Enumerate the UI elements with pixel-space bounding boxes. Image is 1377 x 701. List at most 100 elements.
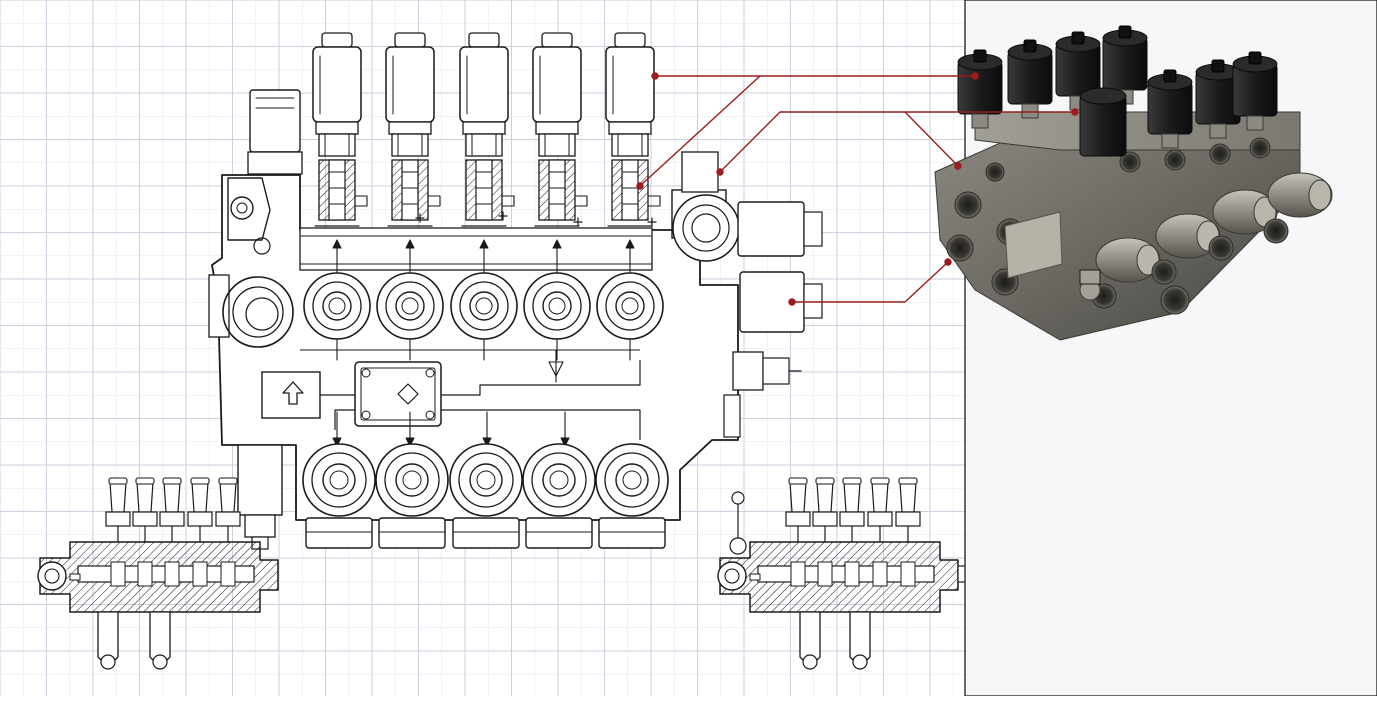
valve-section-2 xyxy=(375,32,449,549)
right-bleed-nut xyxy=(762,357,790,385)
photo-solenoid-front xyxy=(1079,87,1127,157)
work-port-b xyxy=(449,443,523,517)
work-port-b-inner xyxy=(402,470,422,490)
photo-coil-pin xyxy=(1023,39,1037,53)
photo-top-port xyxy=(1209,143,1231,165)
section-lug-hole xyxy=(802,654,818,670)
work-port-b-fitting xyxy=(378,517,446,549)
valve-section-1 xyxy=(302,32,376,549)
photo-top-port xyxy=(1119,151,1141,173)
work-port-a xyxy=(450,272,518,340)
photo-coil-stem xyxy=(1161,133,1179,149)
work-port-a-ring xyxy=(312,281,362,331)
right-fitting-upper-nut xyxy=(803,211,823,247)
section-spool-land xyxy=(220,561,236,587)
left-main-port-ring xyxy=(232,286,284,338)
main-valve-block-drawing xyxy=(208,32,823,550)
handle-cap xyxy=(815,477,835,485)
mount-hole xyxy=(230,196,254,220)
right-side-cover xyxy=(723,394,741,438)
valve-section-3 xyxy=(449,32,523,549)
work-port-a-inner xyxy=(401,297,419,315)
section-lug-hole xyxy=(100,654,116,670)
handle-grip xyxy=(843,481,861,513)
flow-arrow xyxy=(625,239,635,249)
section-spool-land xyxy=(844,561,860,587)
flow-arrow xyxy=(560,437,570,447)
photo-cylinder-end xyxy=(1308,179,1332,211)
section-spool-land xyxy=(110,561,126,587)
work-port-b-bore xyxy=(469,463,503,497)
solenoid-tube xyxy=(465,133,503,157)
photo-coil-pin xyxy=(1248,51,1262,65)
right-section-view xyxy=(717,477,996,670)
callout-lines xyxy=(636,72,1079,306)
section-end-boss xyxy=(717,561,747,591)
solenoid-nut xyxy=(315,121,359,135)
work-port-b-ring xyxy=(384,452,440,508)
photo-top-port xyxy=(1249,137,1271,159)
section-end-bore xyxy=(44,568,60,584)
center-plate-inner xyxy=(360,367,436,421)
flow-arrow xyxy=(482,437,492,447)
section-handle-4 xyxy=(187,477,213,543)
solenoid-cap xyxy=(394,32,426,48)
plate-bolt xyxy=(361,410,371,420)
work-port-b-fitting xyxy=(525,517,593,549)
solenoid-tube xyxy=(318,133,356,157)
photo-lower-port xyxy=(1263,218,1289,244)
port-notch xyxy=(428,195,441,207)
callout-dot-icon xyxy=(651,72,659,80)
photo-coil-pin xyxy=(1163,69,1177,83)
solenoid-tube xyxy=(538,133,576,157)
photo-coil-pin xyxy=(973,49,987,63)
work-port-b-bore xyxy=(542,463,576,497)
solenoid-cap xyxy=(468,32,500,48)
handle-collar xyxy=(159,511,185,527)
port-notch xyxy=(502,195,515,207)
work-port-a-bore xyxy=(322,291,352,321)
flow-arrow-open xyxy=(548,361,564,377)
handle-cap xyxy=(108,477,128,485)
work-port-b xyxy=(375,443,449,517)
handle-cap xyxy=(842,477,862,485)
section-spool-land xyxy=(137,561,153,587)
work-port-a-ring xyxy=(605,281,655,331)
work-port-b-inner xyxy=(622,470,642,490)
photo-coil-pin xyxy=(1211,59,1225,73)
left-main-port-bore xyxy=(245,297,279,331)
spool xyxy=(621,159,639,221)
section-handle-3 xyxy=(839,477,865,543)
solenoid-tube xyxy=(391,133,429,157)
port-notch xyxy=(355,195,368,207)
spool xyxy=(548,159,566,221)
work-port-a xyxy=(376,272,444,340)
section-lug-hole xyxy=(152,654,168,670)
solenoid-nut xyxy=(388,121,432,135)
check-valve-symbol xyxy=(397,383,419,405)
callout-dot-icon xyxy=(971,72,979,80)
work-port-b-bore xyxy=(615,463,649,497)
relief-valve-cap xyxy=(249,89,301,153)
handle-cap xyxy=(898,477,918,485)
handle-collar xyxy=(785,511,811,527)
photo-lower-port xyxy=(1208,235,1234,261)
handle-cap xyxy=(162,477,182,485)
handle-cap xyxy=(870,477,890,485)
callout-dot-icon xyxy=(954,162,962,170)
work-port-b-ring xyxy=(531,452,587,508)
work-port-a xyxy=(596,272,664,340)
work-port-b-fitting xyxy=(305,517,373,549)
callout-dot-icon xyxy=(1071,108,1079,116)
work-port-b-bore xyxy=(395,463,429,497)
work-port-b-ring xyxy=(458,452,514,508)
bottom-relief-nut xyxy=(244,514,276,538)
work-port-a-bore xyxy=(542,291,572,321)
photo-coil-stem xyxy=(971,113,989,129)
handle-grip xyxy=(871,481,889,513)
work-port-a-inner xyxy=(548,297,566,315)
section-spool-land xyxy=(872,561,888,587)
section-end-bore xyxy=(724,568,740,584)
relief-valve-nut xyxy=(247,151,303,175)
valve-section-5 xyxy=(595,32,669,549)
